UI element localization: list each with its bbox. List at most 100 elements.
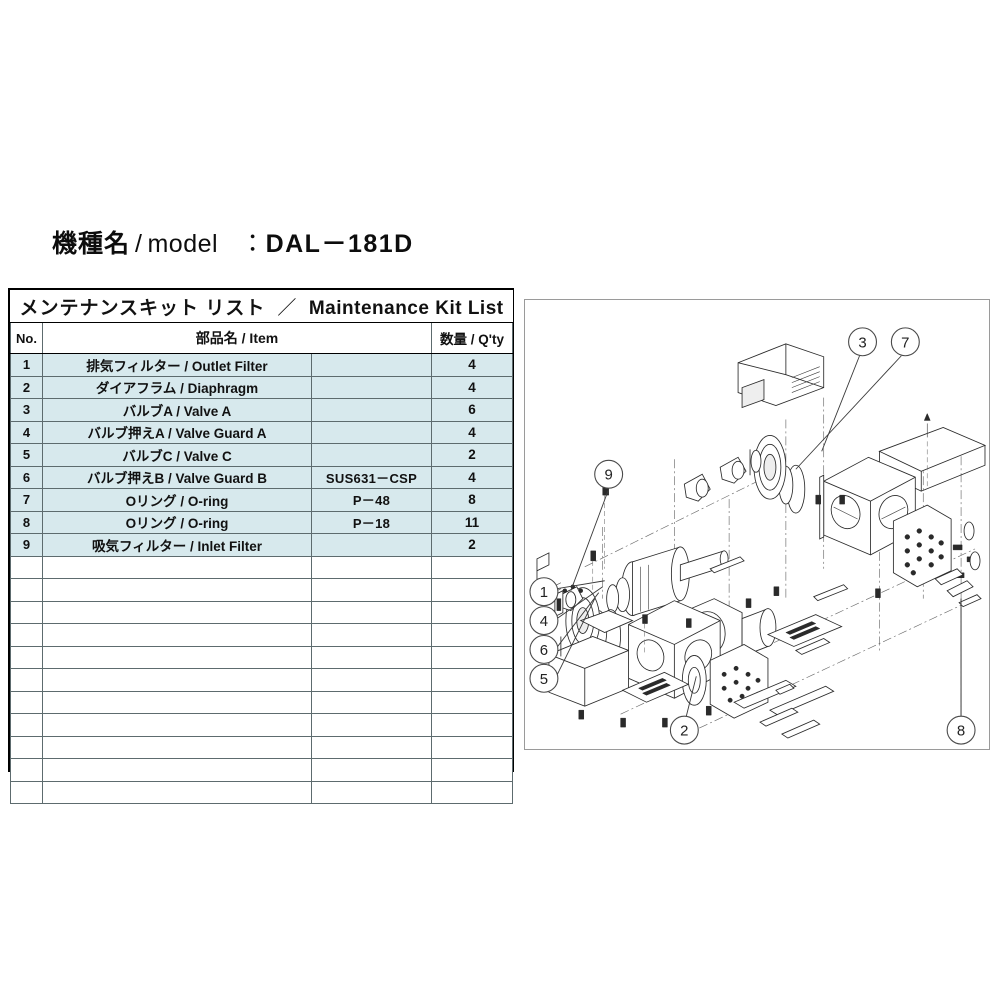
balloon-circle [529, 663, 559, 693]
balloon-circle [848, 327, 878, 357]
balloon-label: 9 [605, 467, 613, 484]
table-row-empty [10, 780, 514, 804]
table-row-empty [10, 758, 514, 782]
valve-plate-lower-holes [721, 665, 761, 703]
cell-empty [10, 578, 43, 602]
model-colon: ： [240, 230, 266, 258]
balloon-2: 2 [669, 715, 699, 745]
cell-empty [42, 780, 312, 804]
cell-empty [10, 713, 43, 737]
cell-spec [311, 398, 432, 422]
model-value: DAL－181D [265, 230, 414, 258]
cell-empty [311, 555, 432, 579]
cell-item: バルブA / Valve A [42, 398, 312, 422]
cell-empty [10, 645, 43, 669]
cell-no: 9 [10, 533, 43, 557]
balloon-circle [529, 634, 559, 664]
cell-empty [42, 690, 312, 714]
cell-no: 6 [10, 465, 43, 489]
cell-empty [42, 758, 312, 782]
motor-body [606, 546, 729, 617]
balloon-circle [890, 327, 920, 357]
cell-qty: 2 [430, 533, 514, 557]
cell-empty [311, 758, 432, 782]
balloon-3: 3 [848, 327, 878, 357]
cell-qty: 2 [430, 443, 514, 467]
table-row-empty [10, 690, 514, 714]
cell-empty [311, 668, 432, 692]
cell-no: 1 [10, 353, 43, 377]
cell-item: 排気フィルター / Outlet Filter [42, 353, 312, 377]
cell-empty [10, 668, 43, 692]
balloon-9: 9 [594, 459, 624, 489]
balloon-7: 7 [890, 327, 920, 357]
cell-item: バルブ押えB / Valve Guard B [42, 465, 312, 489]
balloon-label: 4 [540, 613, 548, 630]
crank-assembly [683, 456, 747, 502]
table-title-slash: ／ [277, 297, 297, 319]
cell-spec: SUS631－CSP [311, 465, 432, 489]
cell-empty [430, 645, 514, 669]
cell-empty [430, 780, 514, 804]
cell-empty [42, 578, 312, 602]
cell-no: 8 [10, 510, 43, 534]
cell-spec: P－48 [311, 488, 432, 512]
table-row-empty [10, 668, 514, 692]
cell-spec [311, 353, 432, 377]
cell-empty [42, 735, 312, 759]
table-row-empty [10, 713, 514, 737]
balloon-8: 8 [946, 715, 976, 745]
upper-cover-plate [878, 412, 987, 492]
cell-empty [10, 623, 43, 647]
table-row-empty [10, 555, 514, 579]
balloon-circle [529, 577, 559, 607]
cell-empty [311, 713, 432, 737]
cell-qty: 4 [430, 375, 514, 399]
parts-table: メンテナンスキット リスト ／ Maintenance Kit List No. 部… [10, 290, 514, 804]
cell-empty [430, 578, 514, 602]
cell-empty [42, 713, 312, 737]
model-label-jp: 機種名 [52, 230, 131, 258]
table-header-row: No. 部品名 / Item 数量 / Q'ty [10, 322, 514, 354]
table-row-empty [10, 578, 514, 602]
balloon-label: 2 [680, 723, 688, 740]
cell-spec [311, 443, 432, 467]
cell-empty [311, 690, 432, 714]
table-title-jp: メンテナンスキット リスト [19, 297, 266, 319]
balloon-label: 6 [540, 642, 548, 659]
cell-no: 7 [10, 488, 43, 512]
cell-empty [42, 645, 312, 669]
page-title: 機種名/model：DAL－181D [52, 224, 414, 260]
table-row-empty [10, 735, 514, 759]
cell-spec: P－18 [311, 510, 432, 534]
balloon-label: 8 [957, 723, 965, 740]
cell-item: 吸気フィルター / Inlet Filter [42, 533, 312, 557]
table-title-en: Maintenance Kit List [308, 297, 504, 319]
cell-item: Oリング / O-ring [42, 488, 312, 512]
balloon-6: 6 [529, 634, 559, 664]
balloon-label: 7 [901, 334, 909, 351]
valve-plate [892, 504, 952, 588]
balloon-1: 1 [529, 577, 559, 607]
tubing-connectors [759, 521, 982, 739]
model-separator: / [135, 230, 143, 258]
cell-qty: 8 [430, 488, 514, 512]
cell-qty: 4 [430, 420, 514, 444]
cell-empty [430, 623, 514, 647]
balloon-circle [946, 715, 976, 745]
cell-item: ダイアフラム / Diaphragm [42, 375, 312, 399]
cell-no: 2 [10, 375, 43, 399]
balloon-4: 4 [529, 606, 559, 636]
cell-empty [430, 735, 514, 759]
cell-empty [10, 735, 43, 759]
cell-empty [430, 713, 514, 737]
